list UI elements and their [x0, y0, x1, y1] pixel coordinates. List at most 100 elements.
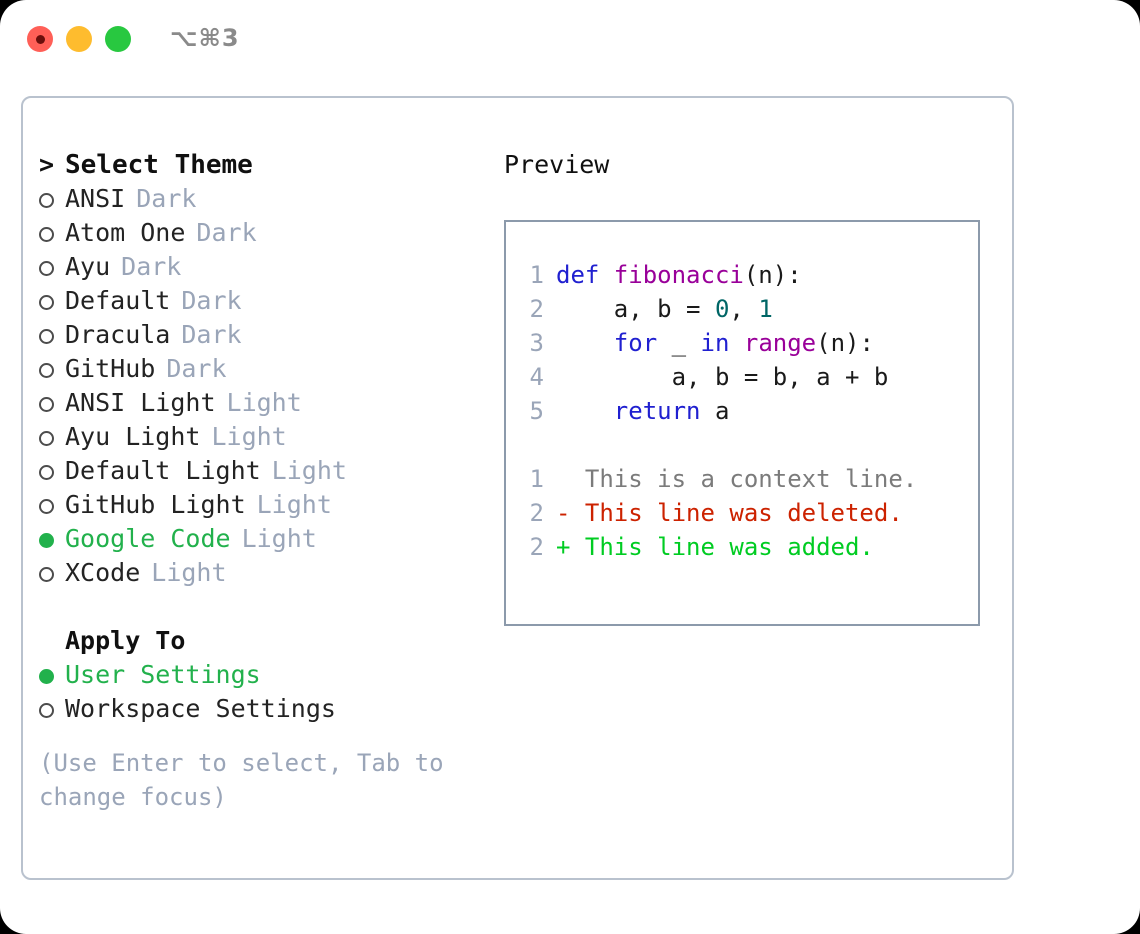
- diff-line: 2- This line was deleted.: [506, 496, 978, 530]
- diff-text-ctx: This is a context line.: [556, 465, 918, 493]
- radio-marker: [39, 216, 65, 250]
- radio-marker: [39, 352, 65, 386]
- radio-selected-icon: [39, 533, 54, 548]
- radio-unselected-icon: [39, 193, 54, 208]
- radio-marker: [39, 454, 65, 488]
- code-line: 4 a, b = b, a + b: [506, 360, 978, 394]
- theme-name: Google Code: [65, 524, 231, 553]
- code-token-plain: a, b = b, a + b: [556, 363, 889, 391]
- theme-variant-badge: Light: [151, 558, 227, 587]
- theme-name: Default: [65, 286, 171, 315]
- theme-variant-badge: Light: [271, 456, 347, 485]
- minimize-button[interactable]: [66, 26, 92, 52]
- code-token-plain: a: [700, 397, 730, 425]
- close-button[interactable]: [27, 26, 53, 52]
- maximize-button[interactable]: [105, 26, 131, 52]
- diff-line: 1 This is a context line.: [506, 462, 978, 496]
- radio-unselected-icon: [39, 261, 54, 276]
- radio-unselected-icon: [39, 363, 54, 378]
- radio-unselected-icon: [39, 499, 54, 514]
- line-number: 5: [529, 397, 544, 425]
- code-token-plain: [556, 397, 614, 425]
- apply-to-option[interactable]: Workspace Settings: [39, 692, 479, 726]
- title-bar: ⌥⌘3: [0, 0, 1140, 78]
- code-token-fn: range: [743, 329, 817, 357]
- code-token-num: 1: [758, 295, 773, 323]
- radio-unselected-icon: [39, 295, 54, 310]
- radio-marker: [39, 250, 65, 284]
- apply-to-header: Apply To: [39, 624, 479, 658]
- code-text: return a: [556, 394, 730, 428]
- theme-name: GitHub Light: [65, 490, 246, 519]
- theme-name: GitHub: [65, 354, 156, 383]
- theme-name: XCode: [65, 558, 141, 587]
- radio-marker: [39, 692, 65, 726]
- theme-variant-badge: Dark: [196, 218, 257, 247]
- apply-to-title: Apply To: [65, 626, 186, 655]
- theme-list-item[interactable]: Default Light Light: [39, 454, 479, 488]
- preview-title: Preview: [504, 150, 610, 179]
- line-number: 2: [529, 295, 544, 323]
- theme-variant-badge: Light: [241, 524, 317, 553]
- code-line: 3 for _ in range(n):: [506, 326, 978, 360]
- code-token-kw: for: [613, 329, 658, 357]
- list-spacer: [39, 590, 479, 624]
- theme-list-item[interactable]: Google Code Light: [39, 522, 479, 556]
- keyboard-shortcut-label: ⌥⌘3: [170, 24, 240, 52]
- line-number: 1: [529, 465, 544, 493]
- line-number: 2: [529, 533, 544, 561]
- code-token-plain: (n):: [743, 261, 802, 289]
- caret-icon: >: [39, 150, 55, 179]
- radio-marker: [39, 420, 65, 454]
- theme-variant-badge: Light: [211, 422, 287, 451]
- diff-line: 2 + This line was added.: [506, 530, 978, 564]
- code-text: a, b = 0, 1: [556, 292, 773, 326]
- radio-marker: [39, 318, 65, 352]
- theme-list-item[interactable]: Atom One Dark: [39, 216, 479, 250]
- radio-unselected-icon: [39, 431, 54, 446]
- radio-unselected-icon: [39, 397, 54, 412]
- code-token-plain: ,: [729, 295, 759, 323]
- select-theme-header: > Select Theme: [39, 148, 479, 182]
- theme-name: Default Light: [65, 456, 261, 485]
- code-token-kw: return: [613, 397, 701, 425]
- radio-unselected-icon: [39, 227, 54, 242]
- code-text: def fibonacci(n):: [556, 258, 802, 292]
- diff-sample: 1 This is a context line.2- This line wa…: [506, 462, 978, 564]
- apply-to-option[interactable]: User Settings: [39, 658, 479, 692]
- apply-to-label: User Settings: [65, 660, 261, 689]
- theme-list-item[interactable]: Default Dark: [39, 284, 479, 318]
- radio-unselected-icon: [39, 567, 54, 582]
- theme-name: Atom One: [65, 218, 186, 247]
- theme-variant-badge: Dark: [136, 184, 197, 213]
- line-number: 2: [529, 499, 544, 527]
- radio-marker: [39, 556, 65, 590]
- code-token-plain: a, b =: [556, 295, 715, 323]
- theme-variant-badge: Dark: [181, 286, 242, 315]
- theme-variant-badge: Light: [226, 388, 302, 417]
- theme-list-item[interactable]: XCode Light: [39, 556, 479, 590]
- code-token-num: 0: [714, 295, 730, 323]
- window-controls: [27, 26, 131, 52]
- line-number: 4: [529, 363, 544, 391]
- theme-variant-badge: Dark: [181, 320, 242, 349]
- diff-text-add: + This line was added.: [556, 533, 874, 561]
- code-diff-separator: [506, 428, 978, 462]
- radio-marker: [39, 522, 65, 556]
- radio-marker: [39, 658, 65, 692]
- radio-marker: [39, 488, 65, 522]
- code-token-kw: def: [556, 261, 614, 289]
- radio-unselected-icon: [39, 703, 54, 718]
